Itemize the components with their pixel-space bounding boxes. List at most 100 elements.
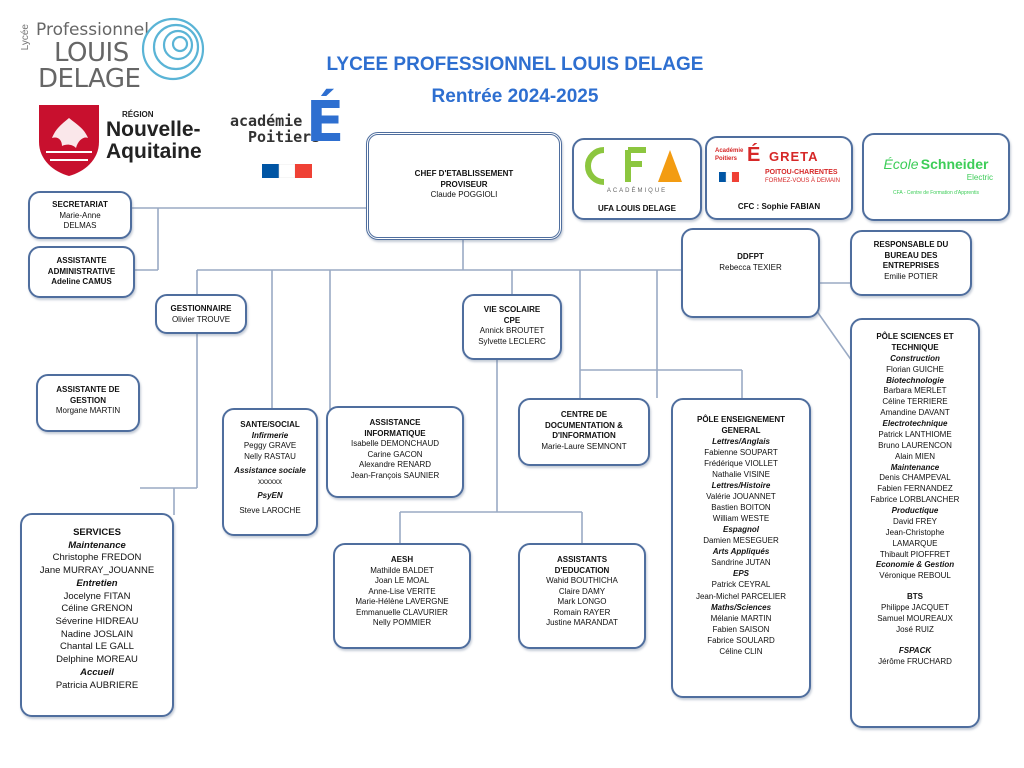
pole-sciences-name: Denis CHAMPEVAL	[879, 473, 951, 483]
gestionnaire-title: GESTIONNAIRE	[170, 304, 232, 313]
sante-assistance: Assistance sociale	[234, 466, 306, 476]
responsable-title2: BUREAU DES	[884, 250, 938, 260]
schneider-box: École Schneider Electric CFA - Centre de…	[862, 133, 1010, 221]
pole-general-name: Sandrine JUTAN	[711, 558, 771, 568]
gestionnaire-box: GESTIONNAIRE Olivier TROUVE	[155, 294, 247, 334]
pole-general-name: Mélanie MARTIN	[710, 613, 772, 623]
secretariat-box: SECRETARIAT Marie-Anne DELMAS	[28, 191, 132, 239]
pole-sciences-name: Barbara MERLET	[883, 386, 947, 396]
services-name: Céline GRENON	[61, 603, 133, 615]
cdi-name: Marie-Laure SEMNONT	[541, 441, 627, 451]
responsable-box: RESPONSABLE DU BUREAU DES ENTREPRISES Em…	[850, 230, 972, 296]
aesh-name: Anne-Lise VERITE	[368, 586, 436, 596]
ufa-label: UFA LOUIS DELAGE	[598, 203, 676, 213]
lycee-logo-vertical: Lycée	[20, 24, 31, 51]
pole-sciences-title1: PÔLE SCIENCES ET	[876, 332, 954, 341]
ddfpt-title: DDFPT	[737, 252, 764, 261]
pole-general-group-label: Lettres/Histoire	[711, 481, 771, 491]
region-small: RÉGION	[122, 110, 154, 119]
assistants-education-name: Wahid BOUTHICHA	[546, 576, 618, 586]
pole-general-name: Nathalie VISINE	[712, 470, 770, 480]
aesh-name: Nelly POMMIER	[372, 618, 432, 628]
assistants-education-name: Justine MARANDAT	[546, 618, 618, 628]
services-name: Christophe FREDON	[52, 552, 142, 564]
chef-box: CHEF D'ETABLISSEMENT PROVISEUR Claude PO…	[366, 132, 562, 240]
french-flag-icon	[262, 164, 312, 178]
services-title: SERVICES	[73, 527, 121, 538]
lycee-logo-spiral-icon	[141, 17, 205, 81]
assistante-gestion-title2: GESTION	[69, 395, 106, 405]
pole-sciences-group-label: Economie & Gestion	[875, 560, 955, 570]
informatique-name-1: Carine GACON	[367, 449, 423, 459]
chef-title2: PROVISEUR	[440, 179, 488, 189]
academie-line1: académie	[230, 112, 303, 130]
pole-general-name: Jean-Michel PARCELIER	[695, 591, 787, 601]
pole-sciences-name: Jean-Christophe	[885, 527, 945, 537]
pole-sciences-group-label: Productique	[891, 506, 939, 515]
aesh-name: Mathilde BALDET	[370, 565, 434, 575]
pole-general-title2: GENERAL	[721, 426, 761, 436]
assistants-education-name: Romain RAYER	[553, 607, 611, 617]
pole-sciences-name: LAMARQUE	[892, 538, 938, 548]
pole-sciences-group-label: Maintenance	[890, 462, 940, 472]
informatique-title1: ASSISTANCE	[369, 418, 421, 427]
greta-word: GRETA	[769, 149, 819, 164]
assistants-education-title2: D'EDUCATION	[554, 565, 610, 575]
greta-letter: É	[747, 144, 761, 166]
chef-name: Claude POGGIOLI	[430, 190, 498, 200]
assistante-admin-box: ASSISTANTE ADMINISTRATIVE Adeline CAMUS	[28, 246, 135, 298]
region-line2: Aquitaine	[106, 140, 202, 163]
services-name: Patricia AUBRIERE	[55, 679, 139, 691]
aesh-name: Marie-Hélène LAVERGNE	[355, 597, 449, 607]
services-group-label: Accueil	[80, 666, 114, 678]
sante-inf2: Nelly RASTAU	[244, 451, 296, 461]
pole-general-box: PÔLE ENSEIGNEMENT GENERAL Lettres/Anglai…	[671, 398, 811, 698]
greta-small2: Poitiers	[715, 156, 738, 162]
chef-title1: CHEF D'ETABLISSEMENT	[414, 169, 514, 178]
cdi-title3: D'INFORMATION	[552, 431, 616, 441]
pole-general-name: Frédérique VIOLLET	[704, 459, 778, 469]
services-box: SERVICES Maintenance Christophe FREDON J…	[20, 513, 174, 717]
region-line1: Nouvelle-	[106, 118, 201, 141]
aesh-box: AESH Mathilde BALDET Joan LE MOAL Anne-L…	[333, 543, 471, 649]
services-name: Nadine JOSLAIN	[60, 628, 134, 640]
greta-tagline2: FORMEZ-VOUS À DEMAIN	[765, 178, 841, 184]
pole-sciences-name: Céline TERRIERE	[882, 397, 948, 407]
pole-sciences-group-label: Biotechnologie	[886, 375, 944, 385]
pole-general-group-label: Lettres/Anglais	[712, 437, 770, 447]
assistante-admin-title1: ASSISTANTE	[56, 256, 107, 265]
pole-sciences-title2: TECHNIQUE	[891, 342, 939, 352]
sante-inf1: Peggy GRAVE	[243, 441, 297, 451]
pole-general-name: Fabien SAISON	[712, 624, 770, 634]
informatique-name-3: Jean-François SAUNIER	[350, 470, 440, 480]
cdi-title2: DOCUMENTATION &	[545, 420, 623, 430]
pole-sciences-name: Patrick LANTHIOME	[878, 429, 952, 439]
pole-general-group-label: EPS	[732, 569, 749, 579]
pole-sciences-group-label: Electrotechnique	[882, 419, 948, 428]
schneider-caption: CFA - Centre de Formation d'Apprentis	[893, 190, 979, 197]
academie-line2: Poitiers	[248, 128, 321, 146]
greta-small1: Académie	[715, 148, 744, 154]
ufa-box: ACADÉMIQUE UFA LOUIS DELAGE	[572, 138, 702, 220]
informatique-title2: INFORMATIQUE	[364, 428, 426, 438]
vie-scolaire-title: VIE SCOLAIRE	[483, 305, 541, 314]
assistante-gestion-title1: ASSISTANTE DE	[56, 385, 120, 394]
pole-general-name: Damien MESEGUER	[703, 536, 779, 546]
pole-sciences-box: PÔLE SCIENCES ET TECHNIQUE Construction …	[850, 318, 980, 728]
cfc-label: CFC : Sophie FABIAN	[737, 202, 821, 211]
pole-sciences-name: Bruno LAURENCON	[878, 440, 952, 450]
academie-letter: É	[306, 90, 345, 155]
services-group-label: Maintenance	[68, 539, 126, 551]
pole-sciences-bts-name: José RUIZ	[896, 624, 934, 634]
pole-sciences-name: Thibault PIOFFRET	[879, 549, 951, 559]
pole-sciences-name: Véronique REBOUL	[879, 571, 951, 581]
secretariat-title: SECRETARIAT	[52, 200, 108, 209]
pole-sciences-name: Amandine DAVANT	[880, 408, 950, 418]
schneider-ecole: École	[883, 156, 919, 172]
pole-general-name: Patrick CEYRAL	[711, 580, 771, 590]
assistante-gestion-box: ASSISTANTE DE GESTION Morgane MARTIN	[36, 374, 140, 432]
region-logo: RÉGION Nouvelle- Aquitaine	[36, 102, 206, 182]
sante-psyen: PsyEN	[257, 491, 283, 501]
pole-general-group-label: Arts Appliqués	[712, 547, 770, 557]
lycee-logo-line2: LOUIS	[54, 38, 129, 68]
